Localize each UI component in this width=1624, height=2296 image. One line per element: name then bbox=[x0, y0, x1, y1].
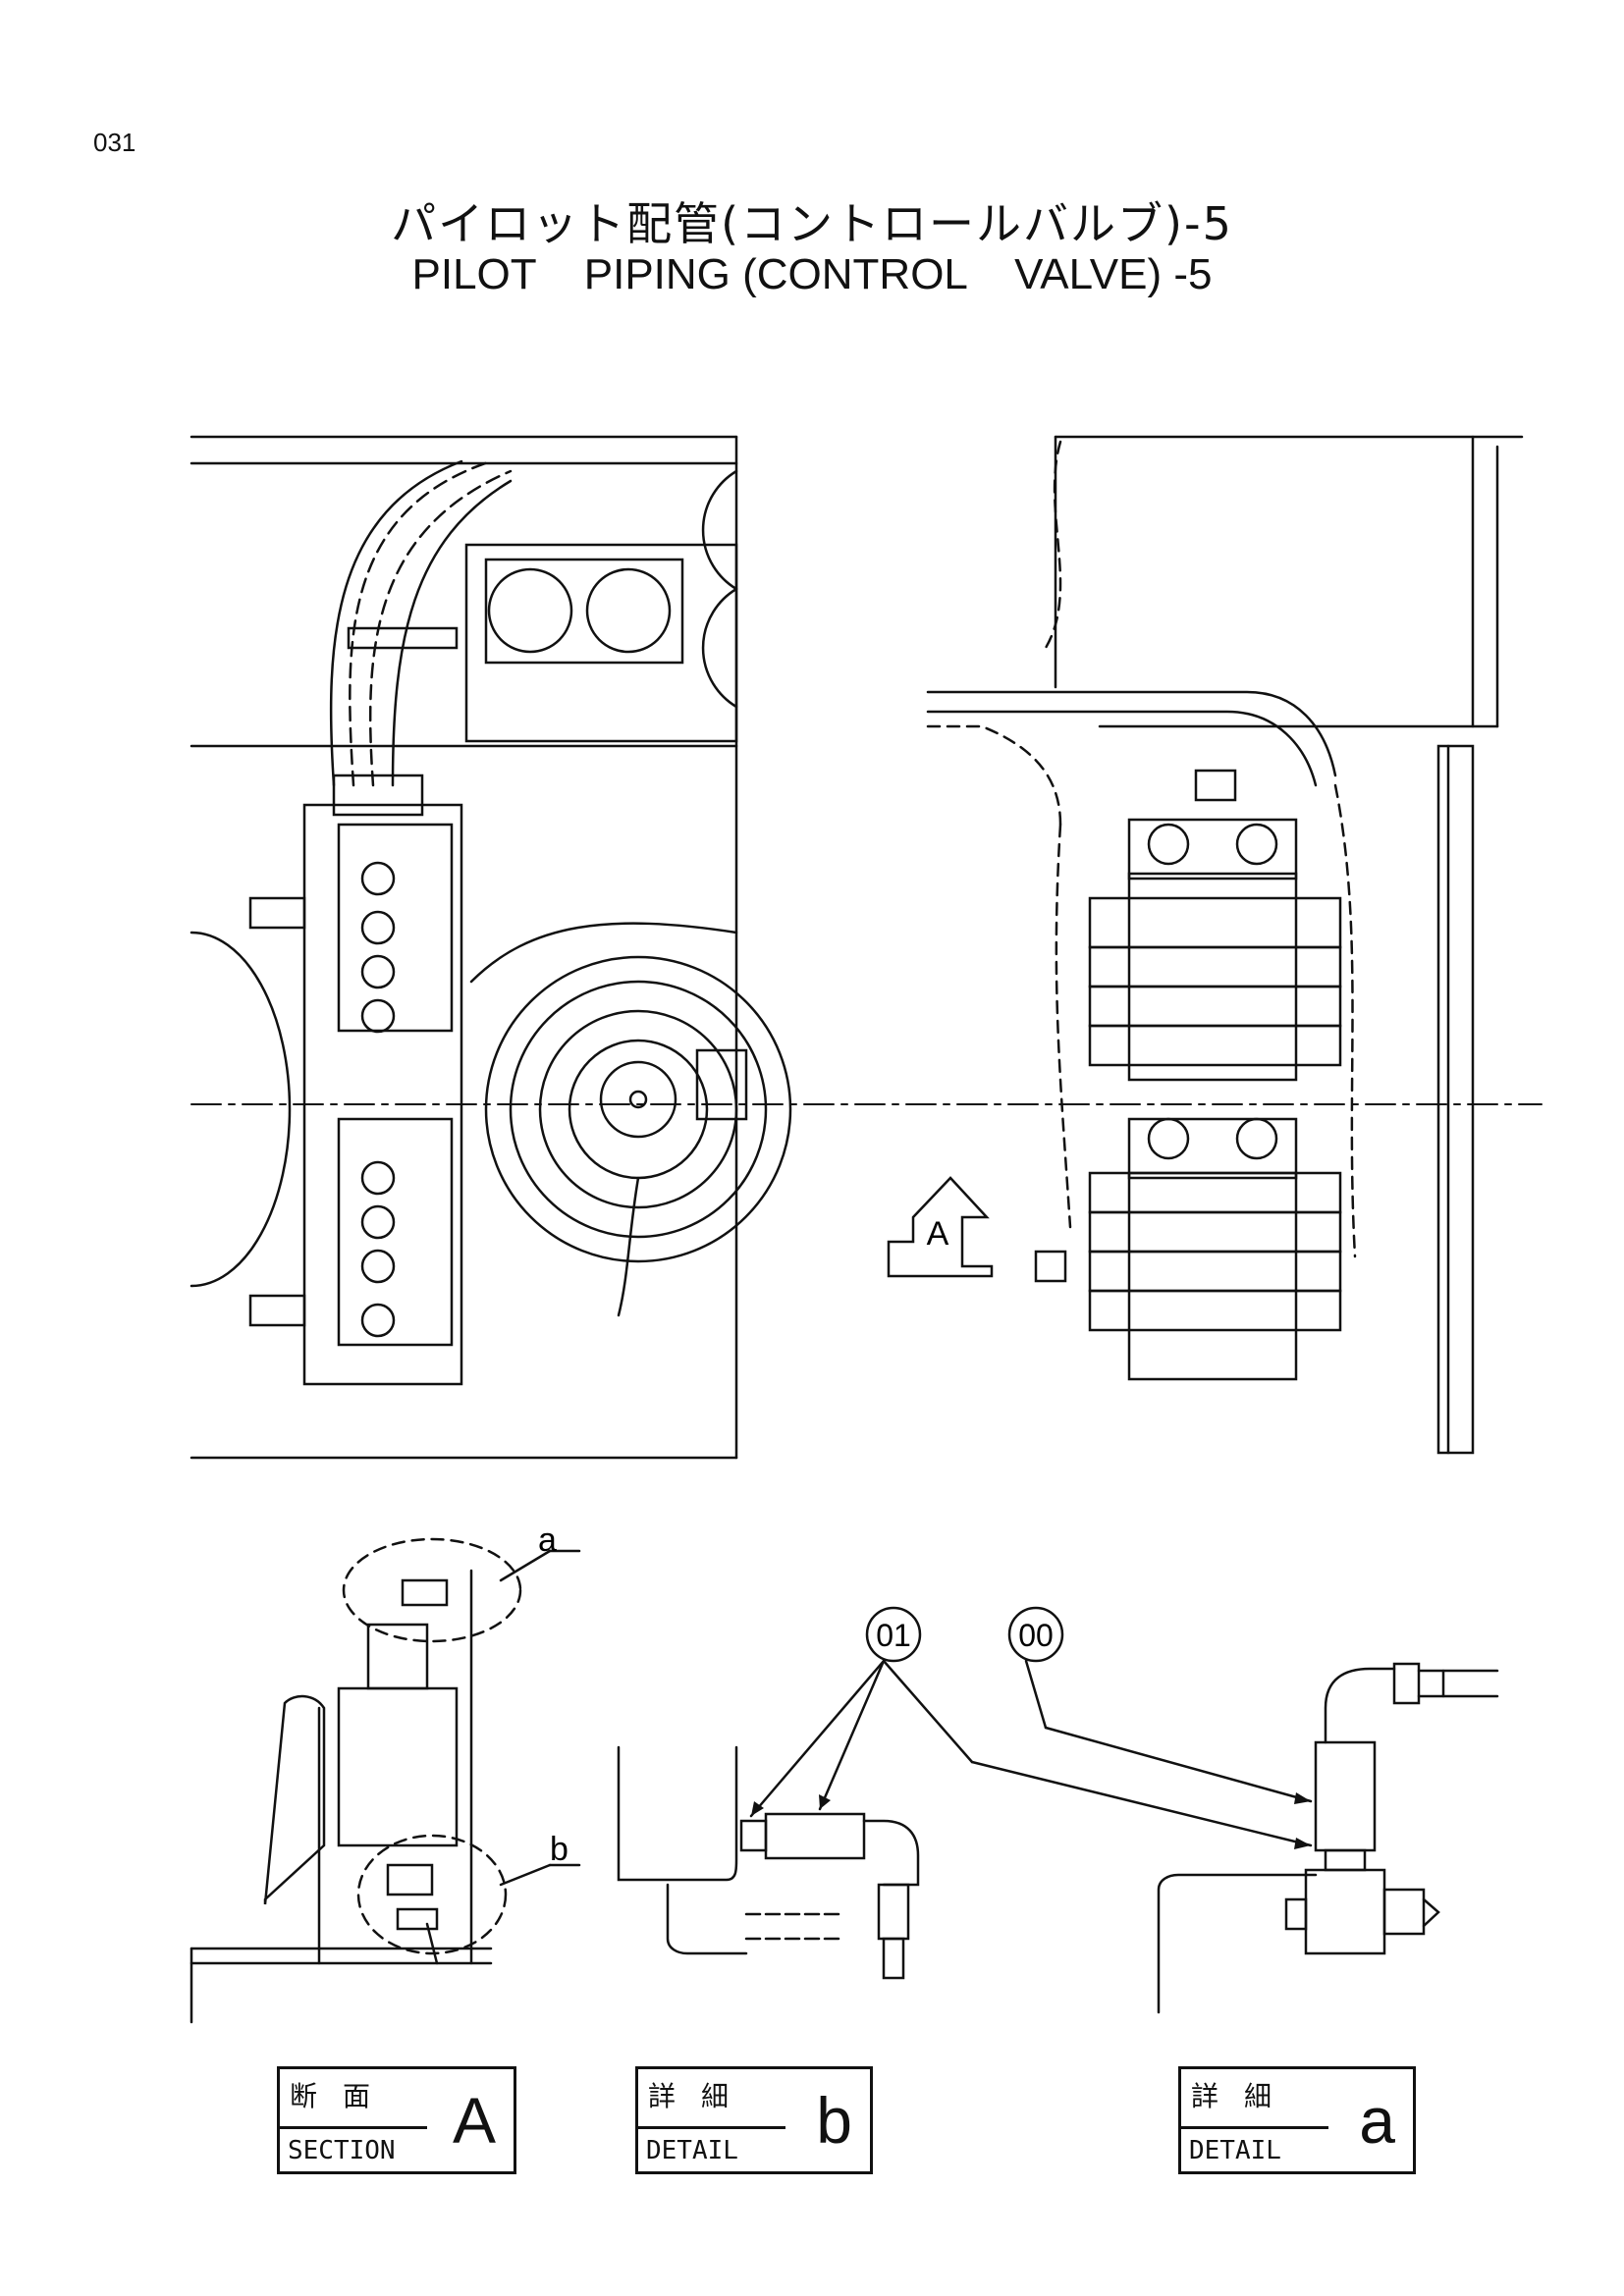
detail-b-mark: b bbox=[550, 1831, 568, 1868]
page-number: 031 bbox=[93, 128, 136, 157]
label-detail-a: 詳細 DETAIL a bbox=[1178, 2066, 1416, 2174]
valve-sections-lower bbox=[337, 1117, 454, 1347]
detail-b-view bbox=[617, 1606, 1313, 1980]
label-divider bbox=[638, 2126, 785, 2129]
label-section-a-letter: A bbox=[452, 2084, 496, 2157]
view-arrow-letter: A bbox=[927, 1215, 949, 1253]
label-detail-a-en: DETAIL bbox=[1189, 2136, 1281, 2165]
label-detail-b-en: DETAIL bbox=[646, 2136, 738, 2165]
label-detail-b-jp: 詳細 bbox=[648, 2080, 755, 2112]
label-section-a-jp: 断面 bbox=[290, 2080, 397, 2112]
valve-sections-upper bbox=[337, 823, 454, 1034]
label-detail-a-jp: 詳細 bbox=[1191, 2080, 1298, 2112]
label-detail-a-letter: a bbox=[1359, 2084, 1395, 2157]
page-title-japanese: パイロット配管(コントロールバルブ)-5 bbox=[391, 197, 1233, 250]
balloon-part-01: 01 bbox=[876, 1618, 911, 1653]
section-a-view bbox=[189, 1537, 581, 2024]
label-detail-b: 詳細 DETAIL b bbox=[635, 2066, 873, 2174]
top-right-view bbox=[887, 435, 1524, 1455]
label-section-a-en: SECTION bbox=[288, 2136, 396, 2165]
balloon-part-00: 00 bbox=[1018, 1618, 1054, 1653]
label-divider bbox=[280, 2126, 427, 2129]
label-detail-b-letter: b bbox=[816, 2084, 852, 2157]
top-left-view bbox=[189, 435, 792, 1460]
label-divider bbox=[1181, 2126, 1328, 2129]
detail-a-mark: a bbox=[538, 1522, 557, 1559]
page-title-english: PILOT PIPING (CONTROL VALVE) -5 bbox=[411, 250, 1213, 298]
label-section-a: 断面 SECTION A bbox=[277, 2066, 516, 2174]
detail-a-view bbox=[1157, 1662, 1499, 2014]
view-arrow-a bbox=[887, 1176, 994, 1278]
